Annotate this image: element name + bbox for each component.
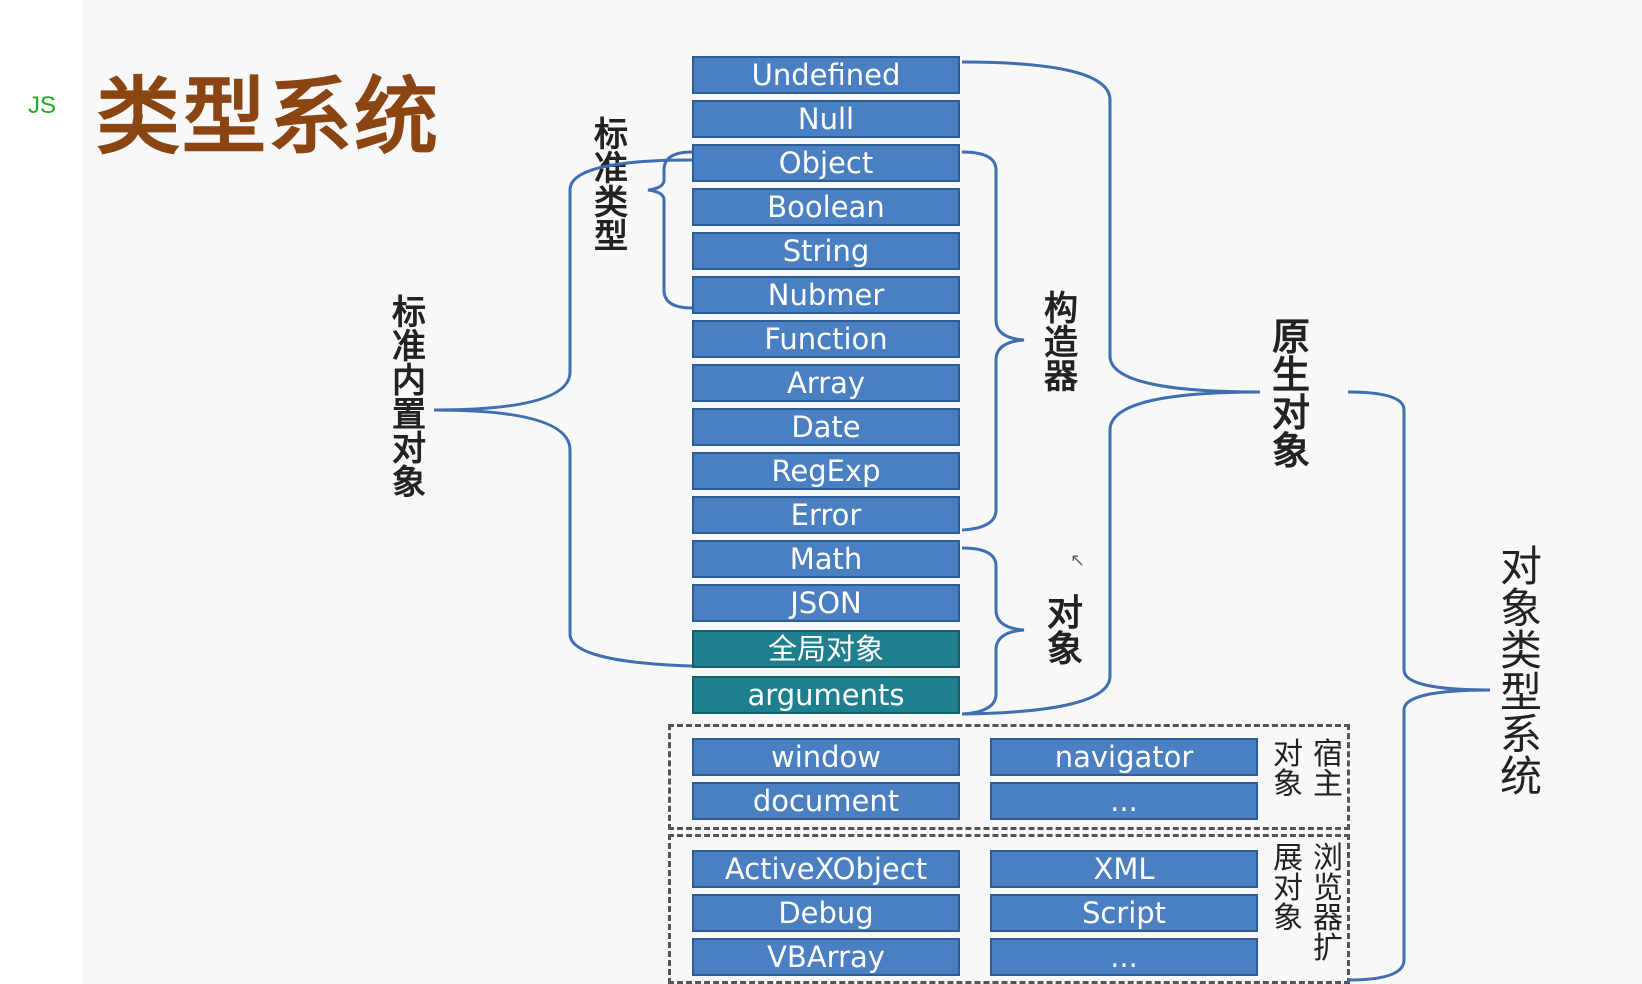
host-box-window: window (692, 738, 960, 776)
label-standard-types: 标准类型 (594, 115, 628, 257)
ext-box-xml: XML (990, 850, 1258, 888)
browser-ext-group (668, 834, 1350, 984)
type-box-boolean: Boolean (692, 188, 960, 226)
label-object-type-system: 对象类型系统 (1499, 542, 1542, 801)
ext-box-debug: Debug (692, 894, 960, 932)
type-box-number: Nubmer (692, 276, 960, 314)
brace-standard-types (647, 150, 693, 310)
host-box-document: document (692, 782, 960, 820)
type-box-null: Null (692, 100, 960, 138)
ext-box-activexobject: ActiveXObject (692, 850, 960, 888)
type-box-arguments: arguments (692, 676, 960, 714)
ext-box-script: Script (990, 894, 1258, 932)
page-title: 类型系统 (96, 68, 441, 166)
label-host-objects: 宿主对象 (1273, 737, 1343, 802)
js-tag: JS (28, 92, 57, 119)
type-box-object: Object (692, 144, 960, 182)
type-box-global-object: 全局对象 (692, 630, 960, 668)
type-box-date: Date (692, 408, 960, 446)
type-box-math: Math (692, 540, 960, 578)
brace-type-system (1347, 390, 1491, 982)
brace-constructors (961, 150, 1025, 532)
type-box-string: String (692, 232, 960, 270)
type-box-regexp: RegExp (692, 452, 960, 490)
brace-objects (961, 546, 1025, 716)
label-constructors: 构造器 (1044, 289, 1078, 397)
type-box-json: JSON (692, 584, 960, 622)
label-objects: 对象 (1046, 593, 1083, 670)
ext-box-vbarray: VBArray (692, 938, 960, 976)
brace-native (961, 60, 1261, 716)
type-box-error: Error (692, 496, 960, 534)
ext-box-ellipsis: ... (990, 938, 1258, 976)
host-box-navigator: navigator (990, 738, 1258, 776)
host-objects-group (668, 724, 1350, 830)
type-box-array: Array (692, 364, 960, 402)
label-native-objects: 原生对象 (1271, 315, 1310, 473)
brace-standard-builtin (433, 158, 693, 668)
label-browser-extension-objects: 浏览器扩展对象 (1273, 841, 1343, 966)
host-box-ellipsis: ... (990, 782, 1258, 820)
label-standard-builtin-objects: 标准内置对象 (392, 293, 426, 503)
type-box-function: Function (692, 320, 960, 358)
mouse-cursor-icon: ↖ (1070, 550, 1086, 571)
type-box-undefined: Undefined (692, 56, 960, 94)
